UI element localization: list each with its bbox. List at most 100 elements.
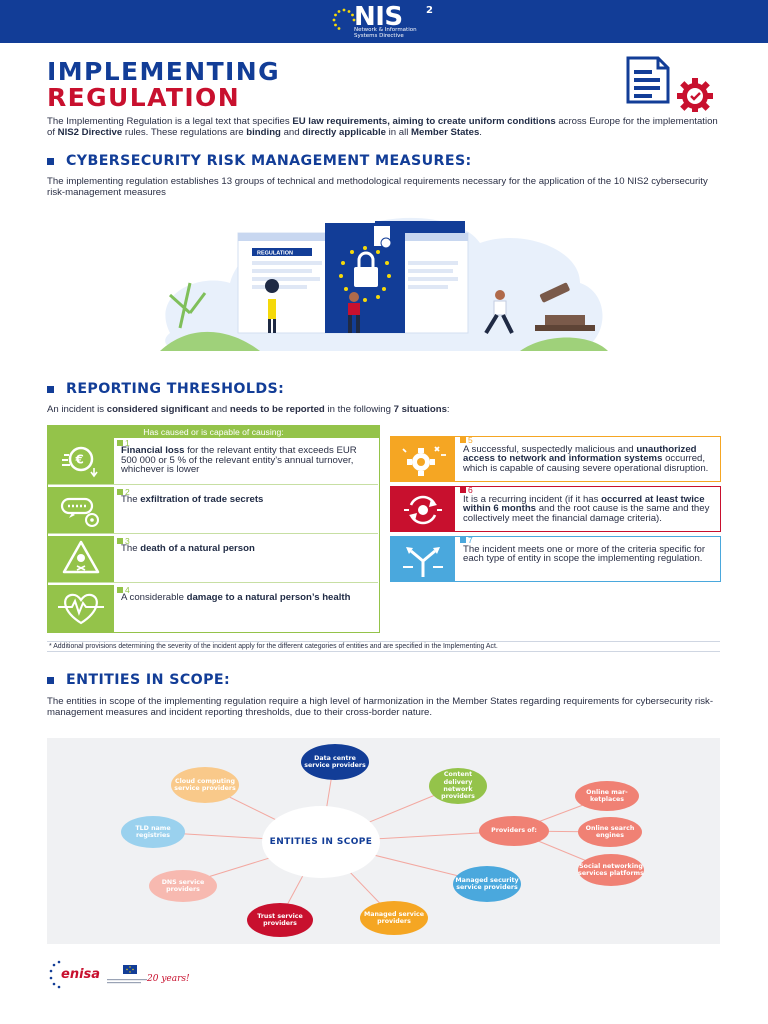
intro-text: The Implementing Regulation is a legal t… [47,116,293,127]
section-heading-reporting: REPORTING THRESHOLDS: [47,381,284,397]
section-heading-text: REPORTING THRESHOLDS: [66,381,285,397]
heart-pulse-icon [48,585,114,632]
logo-superscript: 2 [426,5,433,16]
threshold-item: 6 It is a recurring incident (if it has … [390,485,721,532]
threshold-number: 2 [117,487,130,497]
risk-paragraph: The implementing regulation establishes … [47,176,708,198]
thresholds-footnote: * Additional provisions determining the … [47,641,720,652]
entity-node: Managed security service providers [453,866,521,902]
intro-bold: EU law requirements, aiming to create un… [292,116,556,127]
reporting-text: : [446,404,450,415]
threshold-bold: Financial loss [121,445,185,456]
entity-node: Content delivery network providers [429,768,487,804]
entity-node: Online search engines [578,817,642,847]
reporting-text: An incident is [47,404,107,415]
number-marker-icon [117,489,123,495]
reporting-paragraph: An incident is considered significant an… [47,404,727,416]
threshold-plain: The [121,543,141,554]
number-marker-icon [460,537,466,543]
threshold-plain: It is a recurring incident (if it has [463,494,602,505]
number-marker-icon [117,587,123,593]
threshold-number: 6 [460,485,473,495]
threshold-number-text: 7 [468,535,473,545]
entity-node: Social networking services platforms [578,854,644,886]
document-gear-icon [626,56,713,112]
regulation-illustration: REGULATION [160,217,608,351]
threshold-bold: exfiltration of trade secrets [140,494,264,505]
threshold-number: 4 [117,585,130,595]
threshold-text: It is a recurring incident (if it has oc… [463,495,718,523]
threshold-item: 3 The death of a natural person [48,536,378,583]
intro-text: . [479,127,482,139]
threshold-number-text: 3 [125,536,130,546]
entity-node: Online mar-ketplaces [575,781,639,811]
gear-malicious-icon [391,437,455,481]
logo-subtitle-line2: Systems Directive [354,32,404,39]
thresholds-left-header: Has caused or is capable of causing: [48,426,379,438]
thresholds-left-panel: Has caused or is capable of causing: € 1… [47,425,380,633]
threshold-text: Financial loss for the relevant entity t… [121,446,371,475]
intro-text: in all [385,127,412,139]
header-bar: NIS 2 Network & Information Systems Dire… [0,0,768,43]
entity-node: DNS service providers [149,870,217,902]
threshold-bold: occurred at least twice within 6 months [463,494,705,515]
threshold-item: € 1 Financial loss for the relevant enti… [48,438,378,485]
illustration-label: REGULATION [257,251,293,257]
page-title-line2: REGULATION [47,83,241,112]
threshold-text: The incident meets one or more of the cr… [463,545,718,564]
threshold-number-text: 5 [468,435,473,445]
section-heading-scope: ENTITIES IN SCOPE: [47,672,230,688]
intro-text: rules. These regulations are [122,127,247,139]
threshold-number-text: 2 [125,487,130,497]
threshold-number: 7 [460,535,473,545]
page-title-line1: IMPLEMENTING [47,57,280,86]
entity-node: Data centre service providers [301,744,369,780]
intro-bold: binding [246,127,281,139]
threshold-plain: The [121,494,141,505]
threshold-text: A considerable damage to a natural perso… [121,593,371,603]
logo-subtitle: Network & Information Systems Directive [354,27,434,39]
bullet-square-icon [47,157,54,165]
reporting-text: and [208,404,230,415]
enisa-wordmark: enisa [61,967,100,982]
entities-center-node: ENTITIES IN SCOPE [262,806,380,878]
entity-node: Cloud computing service providers [171,767,239,803]
threshold-item: 4 A considerable damage to a natural per… [48,585,378,632]
threshold-item: 2 The exfiltration of trade secrets [48,487,378,534]
intro-paragraph: The Implementing Regulation is a legal t… [47,116,727,139]
threshold-number: 5 [460,435,473,445]
threshold-text: A successful, suspectedly malicious and … [463,445,718,473]
threshold-number-text: 1 [125,438,130,448]
intro-bold: Member States [411,127,480,139]
enisa-logo: enisa 20 years! [49,960,190,989]
logo-subtitle-line1: Network & Information [354,27,417,33]
threshold-plain: occurred, which is capable of causing se… [463,453,709,474]
threshold-bold: damage to a natural person’s health [186,592,351,603]
bullet-square-icon [47,676,54,684]
number-marker-icon [117,440,123,446]
threshold-plain: for the relevant entity that exceeds EUR… [121,445,357,476]
threshold-item: 7 The incident meets one or more of the … [390,535,721,582]
section-heading-risk: CYBERSECURITY RISK MANAGEMENT MEASURES: [47,153,472,169]
number-marker-icon [460,487,466,493]
threshold-number-text: 6 [468,485,473,495]
scope-paragraph: The entities in scope of the implementin… [47,696,714,718]
euro-loss-icon: € [48,438,114,484]
threshold-text: The death of a natural person [121,544,371,554]
threshold-number: 1 [117,438,130,448]
logo-text: NIS [354,2,403,32]
death-warning-icon [48,536,114,582]
threshold-plain: A considerable [121,592,187,603]
number-marker-icon [460,437,466,443]
threshold-bold: death of a natural person [140,543,255,554]
threshold-plain: and the root cause is the same and they … [463,503,710,524]
intro-bold: NIS2 Directive [57,127,123,139]
intro-bold: directly applicable [302,127,386,139]
reporting-bold: needs to be reported [229,404,325,415]
number-marker-icon [117,538,123,544]
section-heading-text: CYBERSECURITY RISK MANAGEMENT MEASURES: [66,153,472,169]
threshold-plain: The incident meets one or more of the cr… [463,544,706,565]
reporting-bold: 7 situations [393,404,447,415]
section-heading-text: ENTITIES IN SCOPE: [66,672,231,688]
bullet-square-icon [47,385,54,393]
